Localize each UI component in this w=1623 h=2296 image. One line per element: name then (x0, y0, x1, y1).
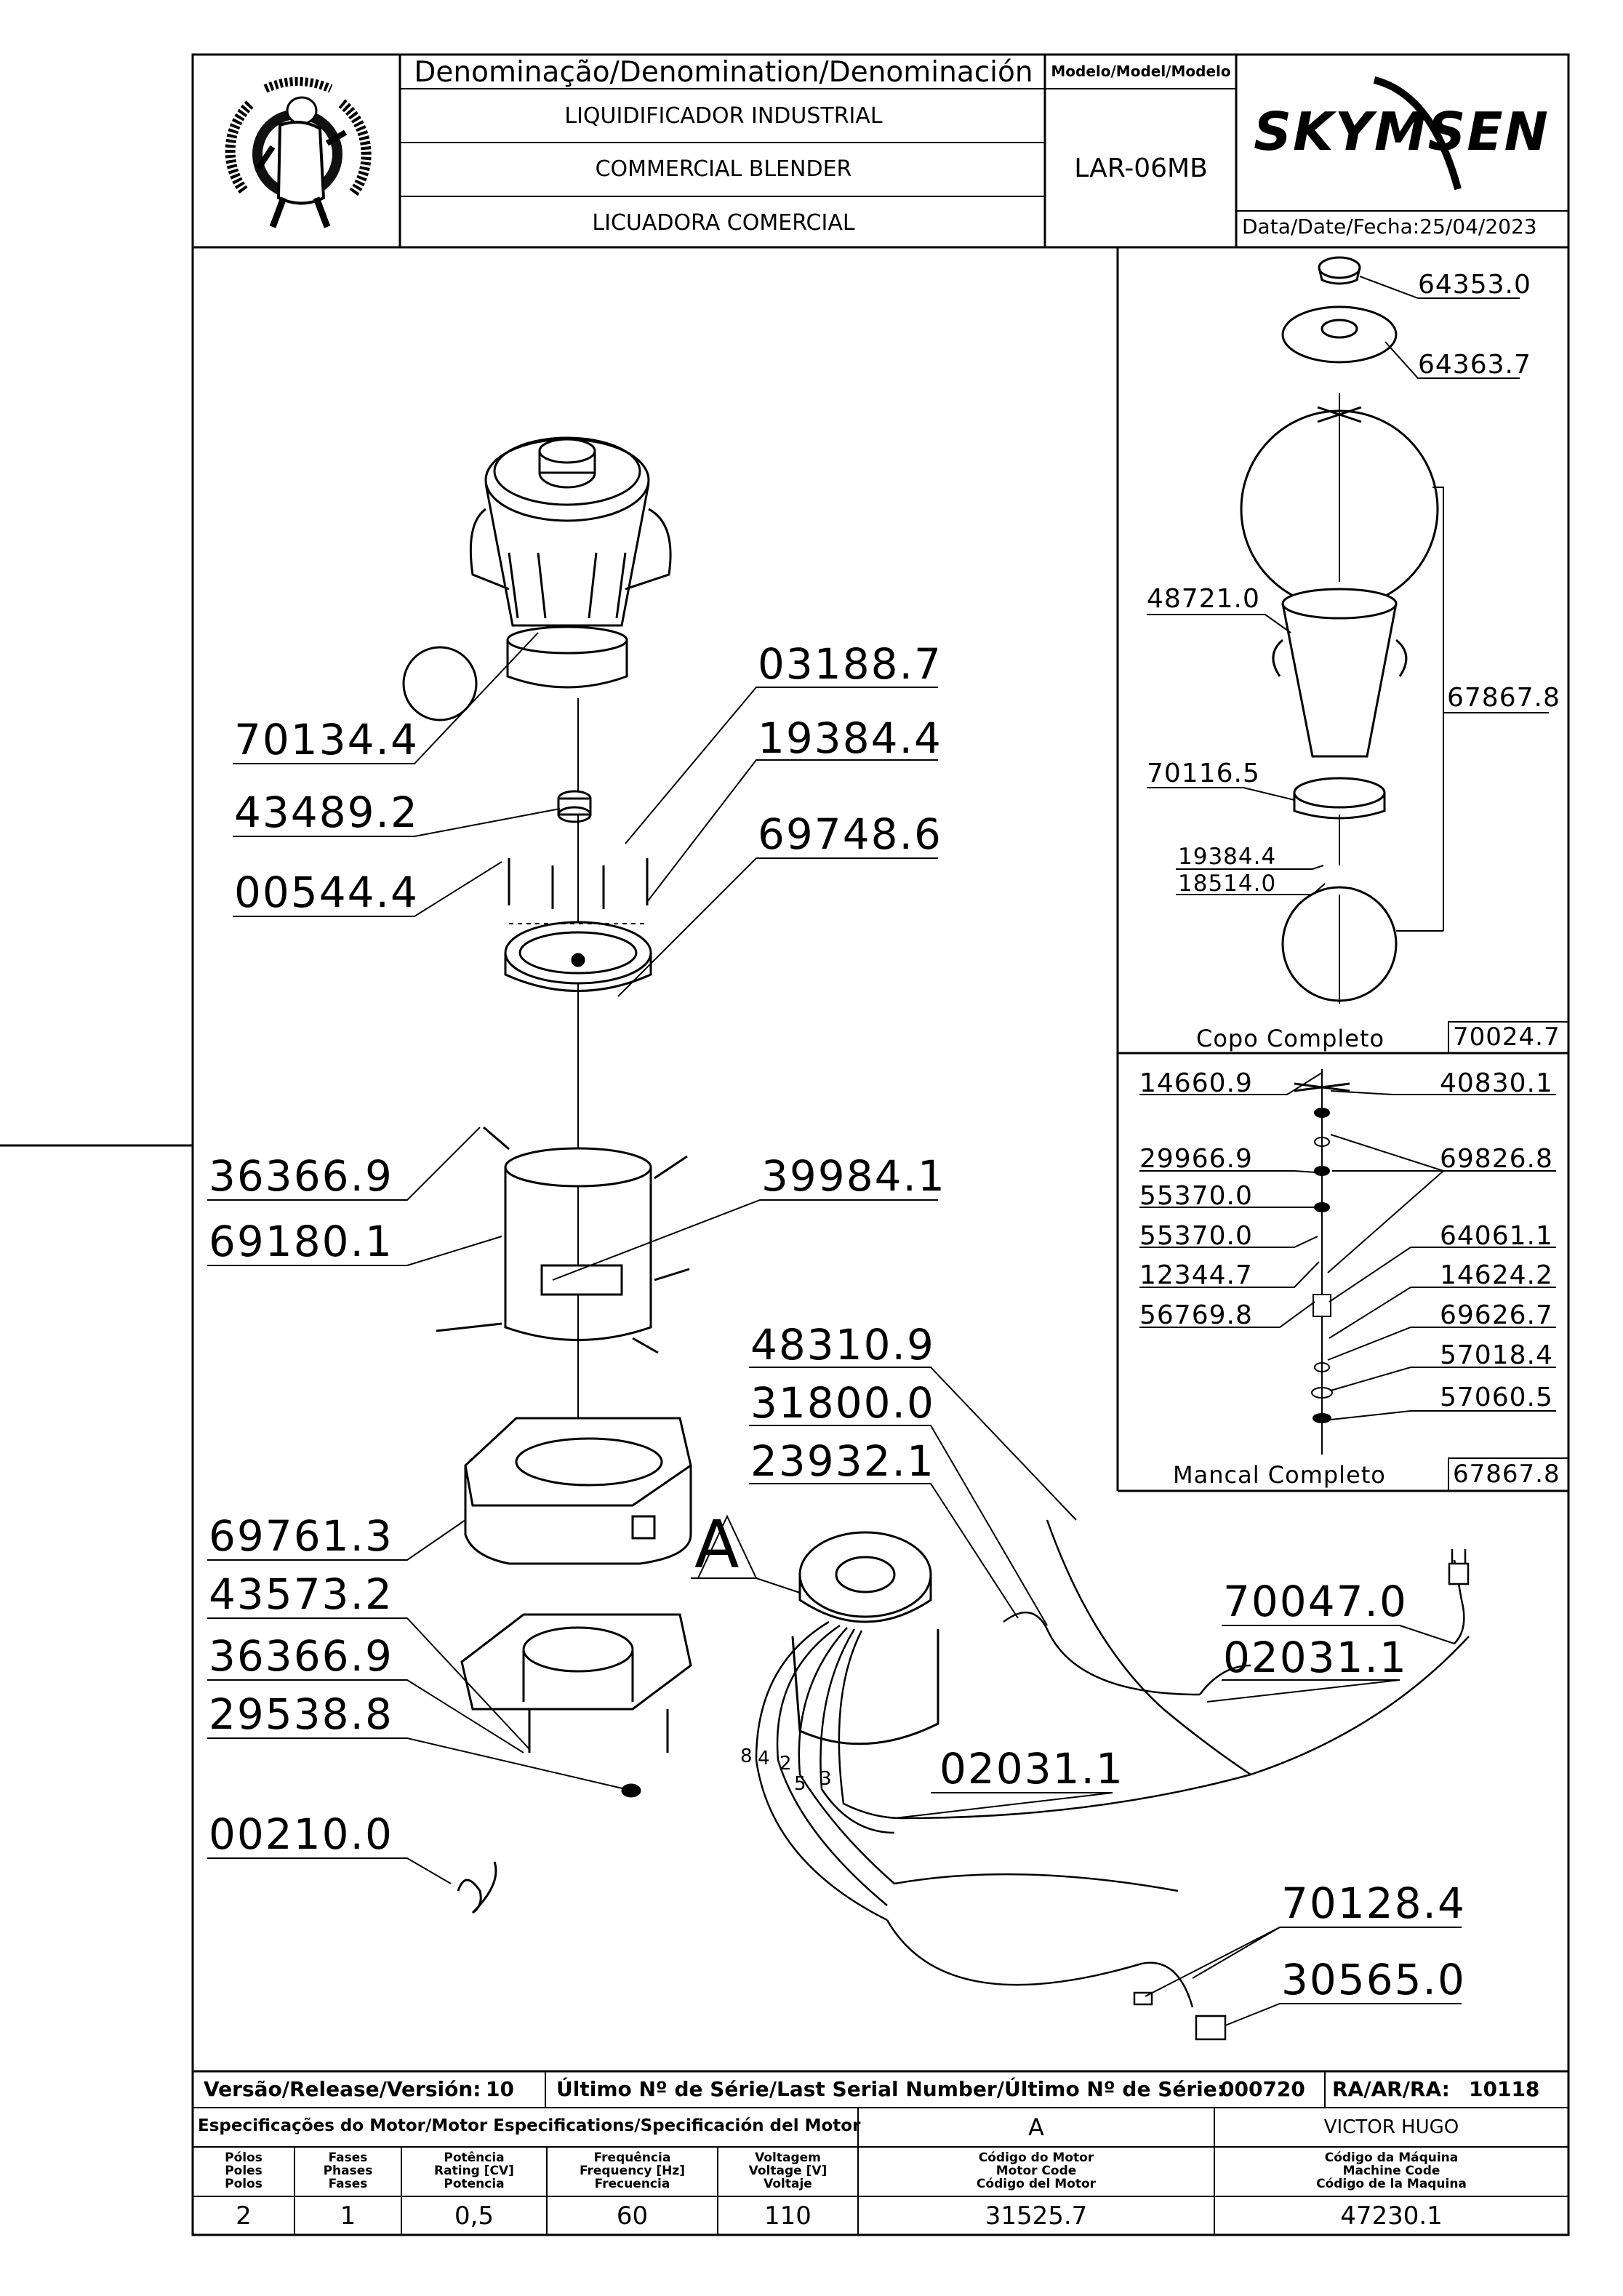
mancal-part-69826-8: 69826.8 (1440, 1144, 1553, 1174)
poles-value: 2 (236, 2201, 252, 2231)
wire-number-3: 3 (819, 1768, 832, 1790)
mancal-part-29966-9: 29966.9 (1139, 1144, 1253, 1174)
part-label-23932-1: 23932.1 (750, 1436, 935, 1486)
part-label-70047-0: 70047.0 (1223, 1577, 1408, 1626)
copo-part-19384-4: 19384.4 (1178, 844, 1277, 870)
mancal-part-69626-7: 69626.7 (1440, 1300, 1553, 1330)
mancal-part-64061-1: 64061.1 (1440, 1221, 1553, 1251)
motor-letter: A (1028, 2113, 1044, 2141)
motor-assembly (791, 1531, 939, 1745)
part-label-69761-3: 69761.3 (209, 1511, 393, 1561)
copo-part-67867-8: 67867.8 (1447, 683, 1560, 713)
date-row: Data/Date/Fecha:25/04/2023 (1242, 217, 1537, 237)
part-label-02031-1-right: 02031.1 (1223, 1633, 1408, 1682)
product-name-en: COMMERCIAL BLENDER (595, 156, 852, 182)
part-label-43489-2: 43489.2 (234, 788, 419, 837)
part-label-69180-1: 69180.1 (209, 1217, 393, 1266)
authorized-service-seal (200, 60, 395, 243)
part-label-00544-4: 00544.4 (234, 868, 419, 917)
copo-code: 70024.7 (1453, 1023, 1560, 1052)
mancal-part-57060-5: 57060.5 (1440, 1383, 1553, 1412)
part-label-70128-4: 70128.4 (1281, 1879, 1466, 1928)
motor-casing (436, 1126, 690, 1354)
part-label-36366-9-top: 36366.9 (209, 1151, 393, 1201)
part-label-39984-1: 39984.1 (761, 1151, 946, 1201)
part-label-69748-6: 69748.6 (758, 809, 942, 859)
base-housing (464, 1417, 692, 1565)
author-name: VICTOR HUGO (1323, 2116, 1459, 2138)
part-label-03188-7: 03188.7 (758, 639, 942, 689)
serial-label: Último Nº de Série/Last Serial Number/Úl… (556, 2077, 1225, 2101)
copo-part-64353-0: 64353.0 (1418, 270, 1531, 300)
date-label: Data/Date/Fecha: (1242, 215, 1420, 239)
mancal-part-56769-8: 56769.8 (1139, 1300, 1253, 1330)
copo-part-48721-0: 48721.0 (1147, 584, 1260, 614)
ra-value: 10118 (1469, 2077, 1540, 2101)
blender-jar (469, 436, 672, 689)
release-value: 10 (486, 2077, 514, 2101)
copo-part-18514-0: 18514.0 (1178, 871, 1277, 897)
copo-part-70116-5: 70116.5 (1147, 759, 1260, 788)
coupler (557, 790, 592, 823)
mancal-part-57018-4: 57018.4 (1440, 1340, 1553, 1370)
model-value: LAR-06MB (1074, 153, 1208, 183)
mancal-title: Mancal Completo (1173, 1461, 1386, 1489)
copo-title: Copo Completo (1196, 1025, 1385, 1052)
wire-number-5: 5 (794, 1773, 806, 1795)
part-label-30565-0: 30565.0 (1281, 1955, 1466, 2004)
model-label: Modelo/Model/Modelo (1051, 63, 1231, 80)
wire-number-2: 2 (780, 1753, 792, 1775)
brand-swoosh-icon (1373, 76, 1462, 191)
mancal-drawing (1294, 1069, 1350, 1455)
voltage-value: 110 (764, 2201, 812, 2231)
copo-part-64363-7: 64363.7 (1418, 350, 1531, 380)
machine-code-value: 47230.1 (1340, 2201, 1443, 2231)
product-name-pt: LIQUIDIFICADOR INDUSTRIAL (564, 103, 883, 129)
power-value: 0,5 (454, 2201, 494, 2231)
part-label-29538-8: 29538.8 (209, 1689, 393, 1739)
motor-code-value: 31525.7 (985, 2201, 1088, 2231)
release-label: Versão/Release/Versión: (204, 2077, 481, 2101)
base-plate (460, 1613, 692, 1798)
mancal-part-40830-1: 40830.1 (1440, 1068, 1553, 1098)
motor-spec-label: Especificações do Motor/Motor Especifica… (198, 2116, 861, 2135)
part-label-70134-4: 70134.4 (234, 715, 419, 764)
part-label-36366-9-bottom: 36366.9 (209, 1631, 393, 1681)
phases-value: 1 (340, 2201, 356, 2231)
frequency-value: 60 (616, 2201, 649, 2231)
mancal-part-14660-9: 14660.9 (1139, 1068, 1253, 1098)
top-cover (504, 858, 652, 992)
denomination-label: Denominação/Denomination/Denominación (414, 56, 1033, 89)
technician-mascot-icon (225, 77, 372, 228)
mancal-part-55370-0-b: 55370.0 (1139, 1221, 1253, 1251)
part-label-00210-0: 00210.0 (209, 1809, 393, 1859)
motor-callout-letter: A (694, 1507, 740, 1583)
date-value: 25/04/2023 (1419, 215, 1537, 239)
brand-logo: SKYMSEN (1254, 101, 1550, 162)
wire-number-8: 8 (740, 1745, 753, 1767)
part-label-31800-0: 31800.0 (750, 1378, 935, 1428)
mancal-part-14624-2: 14624.2 (1440, 1260, 1553, 1290)
copo-drawing (1240, 256, 1439, 1004)
mancal-part-55370-0-a: 55370.0 (1139, 1181, 1253, 1211)
serial-value: 000720 (1220, 2077, 1305, 2101)
part-label-19384-4: 19384.4 (758, 713, 942, 763)
part-label-02031-1-motor: 02031.1 (939, 1744, 1124, 1793)
wire-number-4: 4 (758, 1748, 770, 1769)
part-label-43573-2: 43573.2 (209, 1569, 393, 1619)
part-label-48310-9: 48310.9 (750, 1320, 935, 1369)
ra-label: RA/AR/RA: (1332, 2077, 1450, 2101)
mancal-code: 67867.8 (1453, 1460, 1560, 1489)
mancal-part-12344-7: 12344.7 (1139, 1260, 1253, 1290)
product-name-es: LICUADORA COMERCIAL (592, 210, 855, 236)
